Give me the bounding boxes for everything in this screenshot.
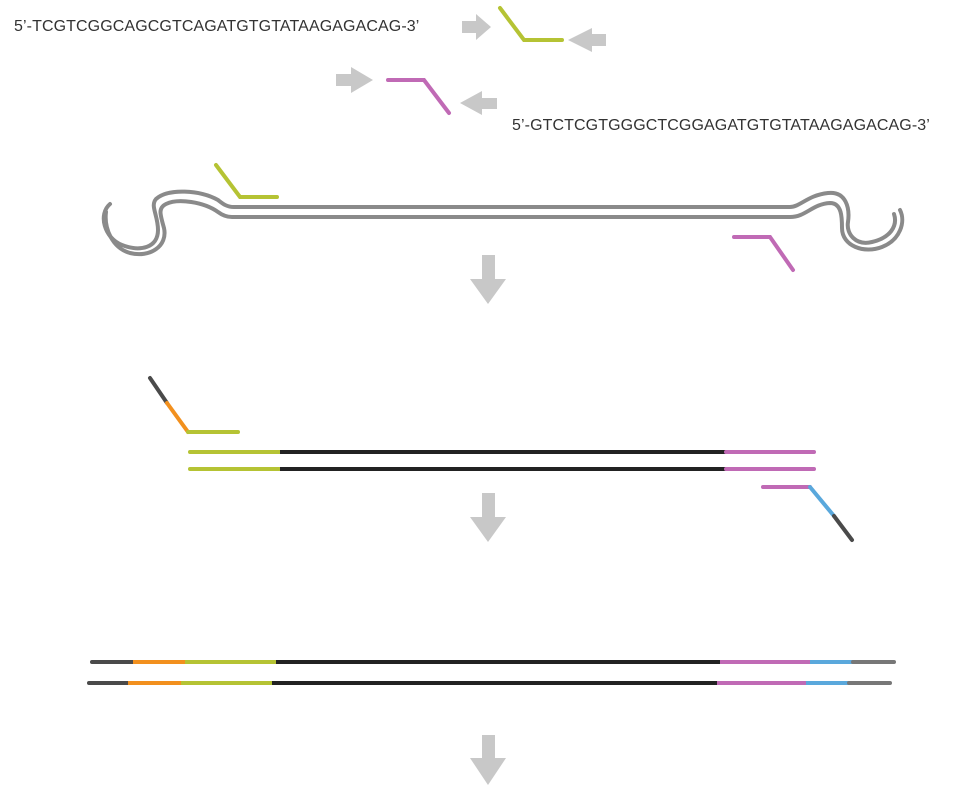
final-library-group bbox=[87, 660, 896, 685]
down-arrow-icon bbox=[470, 493, 506, 542]
dna-fragment-group bbox=[101, 163, 905, 272]
pcr-stage-group bbox=[148, 376, 854, 542]
down-arrow-icon bbox=[470, 735, 506, 785]
down-arrow-icon bbox=[470, 255, 506, 304]
adapter-2-group bbox=[336, 67, 497, 115]
adapter-1-group bbox=[462, 6, 606, 52]
read2-adapter-sequence: 5’-GTCTCGTGGGCTCGGAGATGTGTATAAGAGACAG-3’ bbox=[512, 117, 930, 134]
right-arrow-icon bbox=[462, 14, 491, 40]
dna-double-strand bbox=[101, 189, 897, 251]
read1-adapter-sequence: 5’-TCGTCGGCAGCGTCAGATGTGTATAAGAGACAG-3’ bbox=[14, 18, 420, 35]
green-adapter-strand bbox=[214, 163, 279, 199]
index-primer-strand bbox=[148, 376, 169, 405]
green-adapter-strand bbox=[498, 6, 564, 42]
blue-index-strand bbox=[808, 485, 836, 518]
dna-double-strand bbox=[103, 199, 905, 257]
right-arrow-icon bbox=[336, 67, 373, 93]
magenta-adapter-strand bbox=[386, 78, 451, 115]
orange-index-strand bbox=[165, 401, 190, 434]
left-arrow-icon bbox=[568, 28, 606, 52]
magenta-adapter-strand bbox=[732, 235, 795, 272]
index-primer-strand bbox=[832, 514, 854, 542]
left-arrow-icon bbox=[460, 91, 497, 115]
